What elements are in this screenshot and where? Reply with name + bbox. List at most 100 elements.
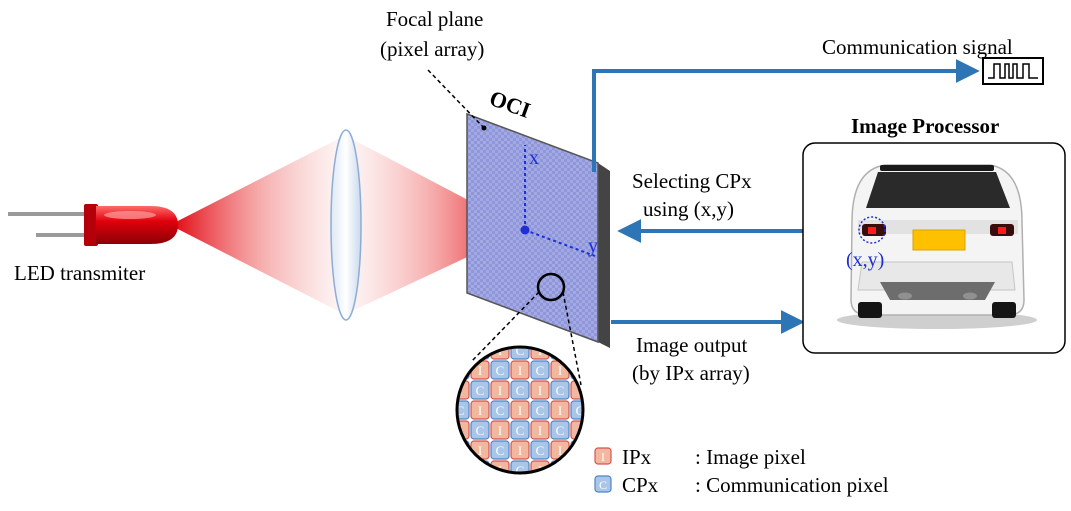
image-pixel-cell <box>490 380 510 400</box>
legend-ipx-swatch <box>594 447 612 465</box>
comm-pixel-letter: C <box>556 423 565 438</box>
axis-x-label: x <box>529 147 539 169</box>
comm-pixel-letter: C <box>576 363 585 378</box>
image-pixel-cell <box>530 380 550 400</box>
comm-pixel-cell <box>470 380 490 400</box>
focal-plane-label-line2: (pixel array) <box>380 37 484 61</box>
image-pixel-letter: I <box>498 463 502 478</box>
image-pixel-cell <box>510 360 530 380</box>
image-pixel-cell <box>490 420 510 440</box>
comm-pixel-letter: C <box>536 403 545 418</box>
legend-cpx-abbr: CPx <box>622 473 659 497</box>
legend-cpx-desc: : Communication pixel <box>695 473 889 497</box>
comm-pixel-cell <box>490 440 510 460</box>
image-pixel-letter: I <box>538 463 542 478</box>
legend-item-cpx: C CPx : Communication pixel <box>594 473 889 497</box>
image-pixel-letter: I <box>478 403 482 418</box>
image-pixel-cell <box>457 347 470 360</box>
comm-signal-label: Communication signal <box>822 35 1013 59</box>
xy-label: (x,y) <box>846 249 884 271</box>
image-pixel-letter: I <box>478 443 482 458</box>
comm-pixel-cell <box>510 420 530 440</box>
comm-pixel-letter: C <box>556 343 565 358</box>
comm-pixel-cell <box>530 360 550 380</box>
comm-pixel-letter: C <box>516 343 525 358</box>
comm-pixel-letter: C <box>576 443 585 458</box>
comm-pixel-letter: C <box>496 443 505 458</box>
comm-pixel-letter: C <box>456 403 465 418</box>
comm-pixel-letter: C <box>516 423 525 438</box>
comm-pixel-cell <box>530 400 550 420</box>
focal-plane-pointer <box>427 69 484 128</box>
zoom-line-left <box>471 291 540 362</box>
image-processor-title: Image Processor <box>851 114 999 138</box>
comm-pixel-letter: C <box>496 403 505 418</box>
legend-cpx-letter: C <box>599 478 607 492</box>
comm-pixel-letter: C <box>476 423 485 438</box>
comm-pixel-letter: C <box>536 363 545 378</box>
image-pixel-cell <box>457 460 470 473</box>
legend-item-ipx: I IPx : Image pixel <box>594 445 806 469</box>
legend-ipx-letter: I <box>601 450 605 464</box>
comm-pixel-cell <box>530 440 550 460</box>
comm-pixel-letter: C <box>516 463 525 478</box>
image-output-label-line1: Image output <box>636 333 748 357</box>
comm-pixel-cell <box>550 420 570 440</box>
legend-ipx-abbr: IPx <box>622 445 652 469</box>
comm-pixel-cell <box>510 380 530 400</box>
legend-ipx-desc: : Image pixel <box>695 445 806 469</box>
image-pixel-letter: I <box>578 463 582 478</box>
image-pixel-letter: I <box>478 363 482 378</box>
comm-pixel-letter: C <box>576 403 585 418</box>
comm-pixel-letter: C <box>536 443 545 458</box>
tail-light-marker <box>858 216 886 244</box>
y-axis-line <box>524 229 596 257</box>
image-pixel-letter: I <box>498 423 502 438</box>
selecting-label-line2: using (x,y) <box>643 197 734 221</box>
image-pixel-letter: I <box>538 343 542 358</box>
image-pixel-letter: I <box>578 343 582 358</box>
image-pixel-cell <box>510 440 530 460</box>
comm-pixel-cell <box>570 400 583 420</box>
comm-pixel-cell <box>550 380 570 400</box>
image-pixel-cell <box>550 400 570 420</box>
comm-pixel-letter: C <box>476 463 485 478</box>
oci-sensor <box>466 112 610 348</box>
image-pixel-cell <box>570 460 583 473</box>
image-pixel-letter: I <box>518 363 522 378</box>
axis-y-label: y <box>588 235 598 257</box>
comm-pixel-letter: C <box>516 383 525 398</box>
image-pixel-letter: I <box>458 343 462 358</box>
image-pixel-letter: I <box>458 463 462 478</box>
image-pixel-letter: I <box>498 383 502 398</box>
comm-pixel-cell <box>457 400 470 420</box>
legend-cpx-swatch <box>594 475 612 493</box>
oci-label: OCI <box>486 85 534 123</box>
image-pixel-cell <box>470 400 490 420</box>
light-beam-left <box>170 138 340 312</box>
selecting-label-line1: Selecting CPx <box>632 169 752 193</box>
image-pixel-letter: I <box>558 403 562 418</box>
comm-pixel-cell <box>490 400 510 420</box>
comm-pixel-letter: C <box>556 463 565 478</box>
lens <box>330 129 362 321</box>
focal-plane-label-line1: Focal plane <box>386 7 483 31</box>
image-output-label-line2: (by IPx array) <box>632 361 750 385</box>
focal-point <box>520 225 530 235</box>
image-pixel-letter: I <box>538 383 542 398</box>
comm-pixel-cell <box>490 360 510 380</box>
comm-pixel-letter: C <box>556 383 565 398</box>
comm-pixel-cell <box>510 460 530 473</box>
legend: I IPx : Image pixel C CPx : Communicatio… <box>594 445 889 497</box>
comm-pixel-letter: C <box>456 443 465 458</box>
zoom-line-right <box>562 291 582 386</box>
image-pixel-letter: I <box>558 443 562 458</box>
communication-signal-arrow <box>592 59 980 172</box>
comm-pixel-letter: C <box>476 383 485 398</box>
image-pixel-letter: I <box>518 403 522 418</box>
image-pixel-letter: I <box>498 343 502 358</box>
image-pixel-letter: I <box>518 443 522 458</box>
